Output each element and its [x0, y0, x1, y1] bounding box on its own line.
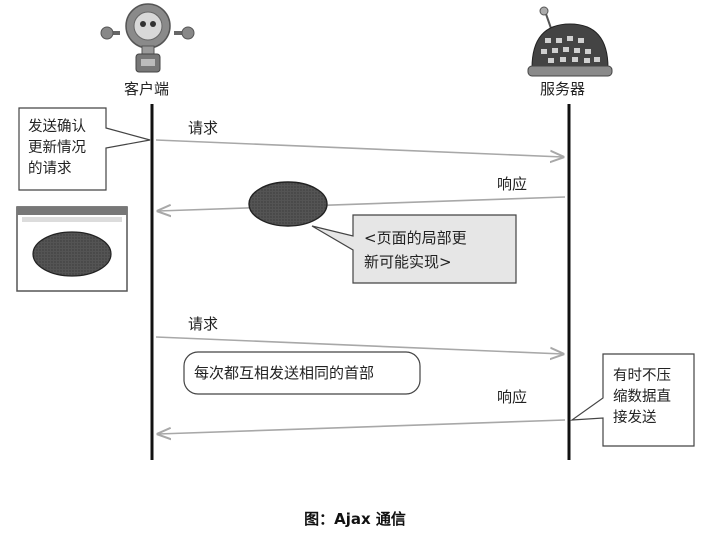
server-label: 服务器: [540, 80, 586, 98]
note-line: 缩数据直: [613, 389, 671, 405]
response-arrow-1: [158, 196, 566, 211]
note-line: 新可能实现>: [364, 253, 452, 271]
note-line: 发送确认: [28, 119, 86, 135]
note-line: 有时不压: [613, 368, 671, 384]
request-label-2: 请求: [188, 315, 219, 333]
browser-window-icon: [16, 206, 128, 292]
note-partial-update-text: <页面的局部更 新可能实现>: [364, 226, 467, 274]
note-same-headers: [183, 351, 421, 395]
note-line: 接发送: [613, 410, 657, 426]
request-arrow-1: [155, 139, 563, 157]
request-arrow-2: [155, 336, 563, 354]
note-confirm-request-text: 发送确认 更新情况 的请求: [28, 117, 86, 180]
note-same-headers-text: 每次都互相发送相同的首部: [194, 364, 375, 382]
server-icon: [527, 6, 613, 77]
response-arrow-2: [158, 419, 566, 434]
figure-caption: 图：Ajax 通信: [304, 510, 406, 528]
partial-data-blob: [248, 181, 328, 227]
request-label-1: 请求: [188, 119, 219, 137]
note-line: 的请求: [28, 161, 72, 177]
note-confirm-request: [18, 107, 151, 191]
client-label: 客户端: [124, 80, 170, 98]
note-uncompressed-text: 有时不压 缩数据直 接发送: [613, 366, 671, 429]
note-partial-update: [311, 214, 517, 284]
response-label-1: 响应: [497, 175, 528, 193]
note-uncompressed: [569, 353, 695, 447]
response-label-2: 响应: [497, 388, 528, 406]
robot-icon: [100, 3, 195, 73]
note-line: <页面的局部更: [364, 229, 467, 247]
note-line: 更新情况: [28, 140, 86, 156]
